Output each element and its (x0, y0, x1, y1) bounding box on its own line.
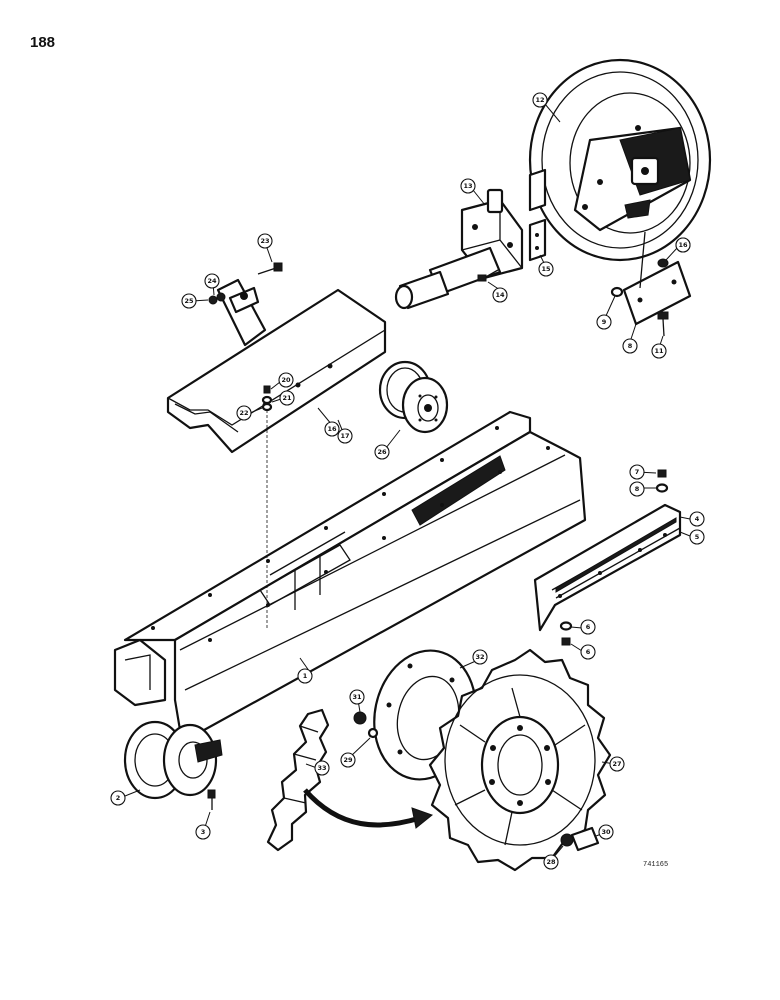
callout-20: 20 (278, 372, 294, 388)
callout-27: 27 (609, 756, 625, 772)
callout-33: 33 (314, 760, 330, 776)
adjuster-plate (610, 231, 692, 337)
callout-26: 26 (374, 444, 390, 460)
assembly-arrow (303, 788, 434, 829)
callout-label: 25 (184, 297, 194, 305)
callout-8-upper: 8 (629, 481, 645, 497)
track-roller (123, 720, 223, 810)
callout-4: 4 (689, 511, 705, 527)
callout-label: 3 (201, 828, 206, 836)
callout-31: 31 (349, 689, 365, 705)
carrier-roller (378, 360, 449, 434)
callout-label: 8 (635, 485, 640, 493)
callout-25: 25 (181, 293, 197, 309)
callout-label: 26 (377, 448, 387, 456)
callout-label: 21 (282, 394, 292, 402)
callout-16: 16 (324, 421, 340, 437)
callout-12: 12 (532, 92, 548, 108)
callout-label: 23 (260, 237, 269, 245)
callout-label: 8 (628, 342, 633, 350)
callout-label: 6 (586, 648, 591, 656)
callout-32: 32 (472, 649, 488, 665)
callout-label: 1 (303, 672, 308, 680)
idler-yoke (394, 188, 524, 310)
guard-hardware (208, 262, 283, 412)
callout-label: 30 (601, 828, 611, 836)
bolt-14 (477, 269, 499, 282)
callout-6-upper: 6 (580, 619, 596, 635)
idler-bracket-plate (528, 168, 547, 262)
callout-label: 20 (281, 376, 291, 384)
callout-30: 30 (598, 824, 614, 840)
callout-14: 14 (492, 287, 508, 303)
callout-16-idler: 16 (675, 237, 691, 253)
callout-label: 22 (239, 409, 248, 417)
callout-label: 14 (495, 291, 505, 299)
callout-label: 33 (317, 764, 326, 772)
callout-label: 4 (695, 515, 700, 523)
callout-label: 2 (116, 794, 121, 802)
callout-6-lower: 6 (580, 644, 596, 660)
callout-8-lower: 8 (622, 338, 638, 354)
callout-label: 31 (352, 693, 362, 701)
callout-label: 6 (586, 623, 591, 631)
callout-label: 27 (612, 760, 621, 768)
sprocket-segment (266, 708, 330, 852)
callout-28: 28 (543, 854, 559, 870)
sprocket (428, 648, 612, 872)
callout-label: 24 (207, 277, 217, 285)
callout-9: 9 (596, 314, 612, 330)
callout-22: 22 (236, 405, 252, 421)
callout-label: 28 (546, 858, 556, 866)
callout-label: 29 (343, 756, 353, 764)
track-frame (113, 410, 587, 737)
callout-1: 1 (297, 668, 313, 684)
rail-hardware (559, 469, 669, 646)
callout-15: 15 (538, 261, 554, 277)
callout-label: 16 (327, 425, 337, 433)
callout-label: 12 (535, 96, 544, 104)
callout-label: 5 (695, 533, 700, 541)
front-idler-wheel (528, 58, 712, 262)
callout-label: 7 (635, 468, 640, 476)
callout-23: 23 (257, 233, 273, 249)
callout-13: 13 (460, 178, 476, 194)
callout-label: 32 (475, 653, 484, 661)
callout-label: 15 (541, 265, 551, 273)
page-number: 188 (30, 34, 56, 51)
leader-lines (124, 103, 691, 859)
callout-7: 7 (629, 464, 645, 480)
callout-11: 11 (651, 343, 667, 359)
callout-2: 2 (110, 790, 126, 806)
track-guard (166, 278, 387, 454)
callout-5: 5 (689, 529, 705, 545)
callout-29: 29 (340, 752, 356, 768)
callout-label: 16 (678, 241, 688, 249)
callout-label: 11 (654, 347, 664, 355)
sprocket-hardware (560, 826, 600, 852)
callout-21: 21 (279, 390, 295, 406)
callout-17: 17 (337, 428, 353, 444)
callout-label: 13 (463, 182, 472, 190)
callout-label: 17 (340, 432, 349, 440)
callout-3: 3 (195, 824, 211, 840)
callout-24: 24 (204, 273, 220, 289)
callout-label: 9 (602, 318, 607, 326)
track-guide-rail (533, 503, 682, 632)
frame-bolt-holes (151, 426, 550, 642)
illustration-reference-code: 741165 (643, 861, 669, 869)
